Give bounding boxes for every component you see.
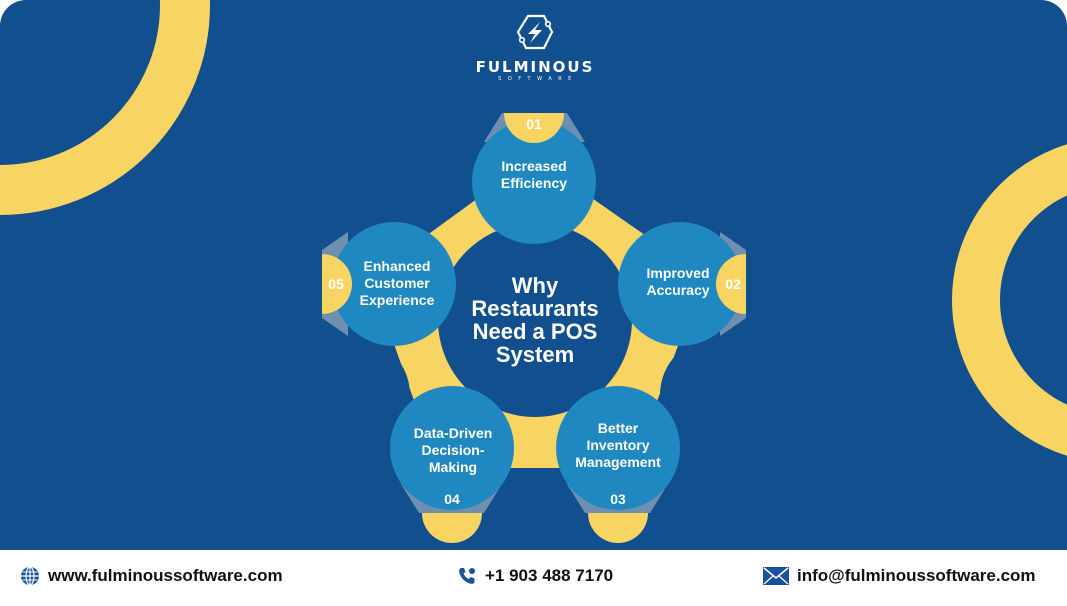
decorative-arc-top-left	[0, 0, 210, 215]
item-circle-02	[618, 222, 742, 346]
number-tab-03	[588, 513, 648, 543]
decorative-arc-right	[952, 144, 1067, 456]
phone-text: +1 903 488 7170	[485, 566, 614, 585]
globe-icon	[21, 566, 39, 586]
item-circle-01	[472, 120, 596, 244]
center-title: Why Restaurants Need a POS System	[471, 273, 599, 367]
number-tab-04	[422, 513, 482, 543]
envelope-icon	[763, 567, 789, 585]
brand-logo: FULMINOUS SOFTWARE	[470, 12, 600, 83]
number-tab-02	[716, 254, 746, 314]
item-circle-03	[556, 386, 680, 510]
phone-icon	[459, 568, 475, 584]
item-number-05: 05	[328, 276, 344, 292]
center-circle	[438, 223, 632, 417]
number-tab-05	[322, 254, 352, 314]
item-number-03: 03	[610, 491, 626, 507]
brand-tagline: SOFTWARE	[498, 76, 578, 82]
item-number-02: 02	[725, 276, 741, 292]
item-circle-04	[390, 386, 514, 510]
brand-name: FULMINOUS	[475, 58, 595, 76]
email-text: info@fulminoussoftware.com	[797, 566, 1036, 585]
hexagon-lightning-logo-icon	[516, 14, 554, 50]
contact-footer: www.fulminoussoftware.com +1 903 488 717…	[0, 550, 1067, 606]
item-number-04: 04	[444, 491, 460, 507]
website-text: www.fulminoussoftware.com	[48, 566, 283, 585]
website-link[interactable]: www.fulminoussoftware.com	[20, 566, 283, 586]
number-tab-01	[504, 113, 564, 143]
phone-link[interactable]: +1 903 488 7170	[457, 566, 613, 586]
item-number-01: 01	[526, 116, 542, 132]
infographic-panel: FULMINOUS SOFTWARE 01 02 03 04 05 Increa…	[0, 0, 1067, 550]
diagram-graphics	[0, 0, 1067, 543]
item-circle-05	[332, 222, 456, 346]
email-link[interactable]: info@fulminoussoftware.com	[763, 566, 1036, 586]
